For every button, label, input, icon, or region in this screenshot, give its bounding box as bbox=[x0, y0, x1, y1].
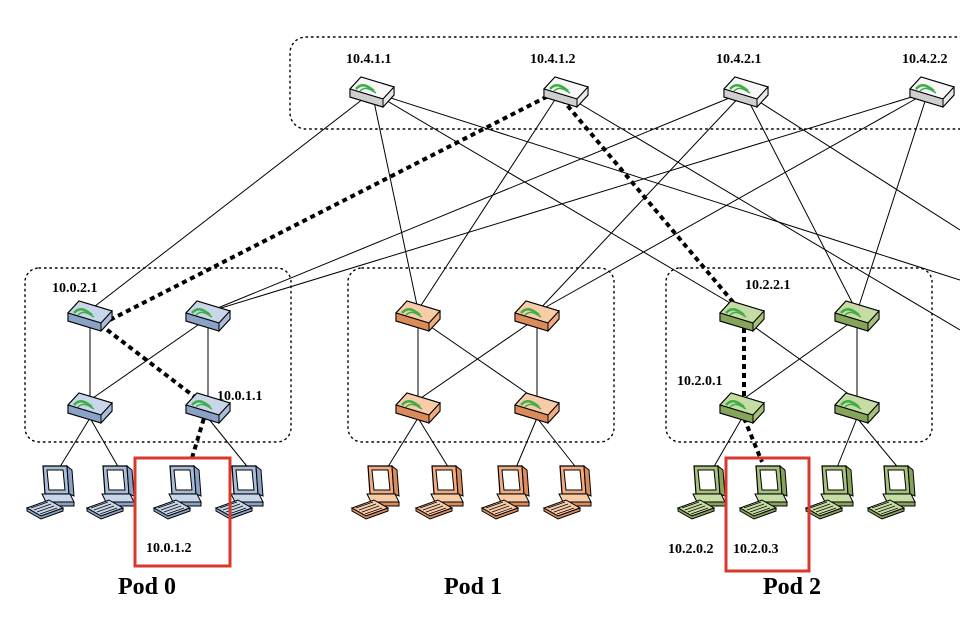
pod1-host-2 bbox=[415, 465, 464, 520]
pod2-group bbox=[665, 267, 933, 443]
pod2-host-4 bbox=[867, 465, 916, 520]
core-switch-10-4-2-2 bbox=[908, 75, 956, 109]
pod2-agg-label: 10.2.2.1 bbox=[745, 278, 791, 293]
highlighted-route bbox=[100, 90, 764, 463]
core-switches bbox=[348, 75, 956, 109]
core-label-10-4-2-2: 10.4.2.2 bbox=[902, 52, 948, 67]
pod2-host-a-label: 10.2.0.2 bbox=[668, 542, 714, 557]
core-switch-10-4-1-1 bbox=[348, 75, 396, 109]
pod1-edge-switch-right bbox=[513, 391, 561, 425]
pod-links bbox=[89, 317, 858, 401]
pod1-agg-switch-right bbox=[513, 299, 561, 333]
pod1-host-1 bbox=[351, 465, 400, 520]
pod1-agg-switch-left bbox=[394, 299, 442, 333]
pod2-label: Pod 2 bbox=[763, 574, 821, 600]
pod2-edge-switch-left bbox=[718, 391, 766, 425]
pod2-agg-switch-right bbox=[833, 299, 881, 333]
pod2-host-1 bbox=[677, 465, 726, 520]
pod0-agg-label: 10.0.2.1 bbox=[52, 281, 98, 296]
core-label-10-4-2-1: 10.4.2.1 bbox=[716, 52, 762, 67]
pod0-host-1 bbox=[26, 465, 75, 520]
source-host-highlight bbox=[133, 456, 232, 568]
pod2-edge-label: 10.2.0.1 bbox=[677, 374, 723, 389]
pod1-host-3 bbox=[481, 465, 530, 520]
core-links bbox=[89, 91, 960, 331]
pod0-agg-switch-left bbox=[66, 299, 114, 333]
core-group bbox=[289, 36, 960, 130]
pod0-host-label: 10.0.1.2 bbox=[146, 541, 192, 556]
pod1-devices bbox=[351, 299, 592, 520]
core-switch-10-4-1-2 bbox=[542, 75, 590, 109]
pod0-group bbox=[24, 267, 292, 443]
core-label-10-4-1-2: 10.4.1.2 bbox=[530, 52, 576, 67]
pod1-edge-switch-left bbox=[394, 391, 442, 425]
pod0-host-2 bbox=[86, 465, 135, 520]
core-label-10-4-1-1: 10.4.1.1 bbox=[346, 52, 392, 67]
pod2-edge-switch-right bbox=[833, 391, 881, 425]
pod2-host-3 bbox=[805, 465, 854, 520]
pod0-edge-label: 10.0.1.1 bbox=[217, 389, 263, 404]
pod0-host-3 bbox=[153, 465, 202, 520]
pod0-host-4 bbox=[215, 465, 264, 520]
pod0-label: Pod 0 bbox=[118, 574, 176, 600]
host-links bbox=[57, 417, 901, 471]
pod2-host-b-label: 10.2.0.3 bbox=[733, 542, 779, 557]
pod1-host-4 bbox=[543, 465, 592, 520]
pod2-agg-switch-left bbox=[718, 299, 766, 333]
destination-host-highlight bbox=[724, 456, 811, 573]
pod1-group bbox=[347, 267, 615, 443]
core-switch-10-4-2-1 bbox=[722, 75, 770, 109]
pod2-host-2 bbox=[739, 465, 788, 520]
pod0-edge-switch-left bbox=[66, 391, 114, 425]
pod0-devices bbox=[26, 299, 264, 520]
pod1-label: Pod 1 bbox=[444, 574, 502, 600]
pod2-devices bbox=[677, 299, 916, 520]
